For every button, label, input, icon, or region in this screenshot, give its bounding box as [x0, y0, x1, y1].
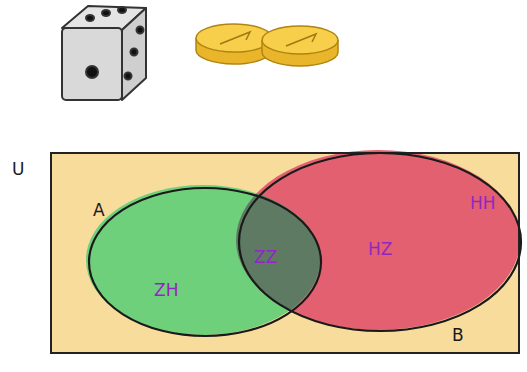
outcome-label: HH	[470, 194, 496, 213]
set-a-circle: A ZH	[88, 187, 322, 337]
set-name: A	[93, 201, 105, 220]
outcome-label: HZ	[368, 240, 392, 259]
outcome-label: ZZ	[254, 248, 277, 267]
outcome-label: ZH	[154, 281, 178, 300]
set-b-circle: HZB	[238, 152, 522, 332]
ellipse-outline	[88, 187, 322, 337]
die-illustration	[62, 6, 146, 100]
set-name: U	[12, 160, 24, 179]
intersection-fill	[236, 150, 520, 330]
set-b-fill	[236, 150, 520, 330]
universe-box: UHHAZHHZB	[50, 152, 520, 354]
set-name: B	[452, 326, 464, 345]
coin-illustration	[196, 24, 338, 66]
